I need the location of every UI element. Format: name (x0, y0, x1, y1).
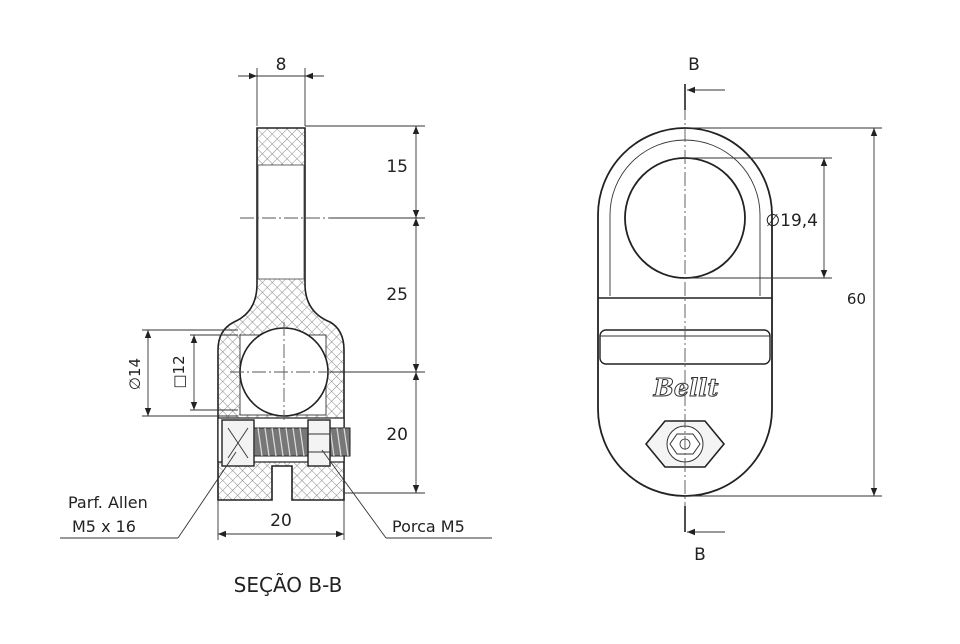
callout-screw-line1: Parf. Allen (68, 493, 148, 512)
brand-logo: Bellt (653, 373, 719, 402)
front-dimensions: ∅19,4 60 (685, 127, 882, 497)
dim-seg-middle: 25 (386, 285, 408, 305)
callout-nut: Porca M5 (392, 517, 465, 536)
callouts: Parf. Allen M5 x 16 Porca M5 SEÇÃO B-B (60, 449, 492, 597)
dim-bottom-width: 20 (270, 511, 292, 531)
section-label-top: B (688, 55, 700, 75)
dim-top-width: 8 (276, 55, 287, 75)
dim-hole-diameter: ∅19,4 (765, 211, 818, 231)
dim-seg-upper: 15 (386, 157, 408, 177)
section-caption: SEÇÃO B-B (234, 573, 343, 597)
section-view (217, 127, 351, 501)
section-label-bottom: B (694, 545, 706, 565)
dim-bore-diameter: ∅14 (126, 358, 144, 390)
dim-square: □12 (170, 355, 188, 388)
dim-seg-lower: 20 (386, 425, 408, 445)
arm-slot (257, 164, 305, 280)
nut (307, 419, 331, 467)
thread-lines (257, 427, 349, 457)
front-view: Bellt B B (597, 55, 773, 565)
dim-overall-height: 60 (847, 290, 866, 308)
callout-screw-line2: M5 x 16 (72, 517, 136, 536)
section-dimensions: 8 15 25 20 ∅14 □12 20 (126, 55, 425, 540)
